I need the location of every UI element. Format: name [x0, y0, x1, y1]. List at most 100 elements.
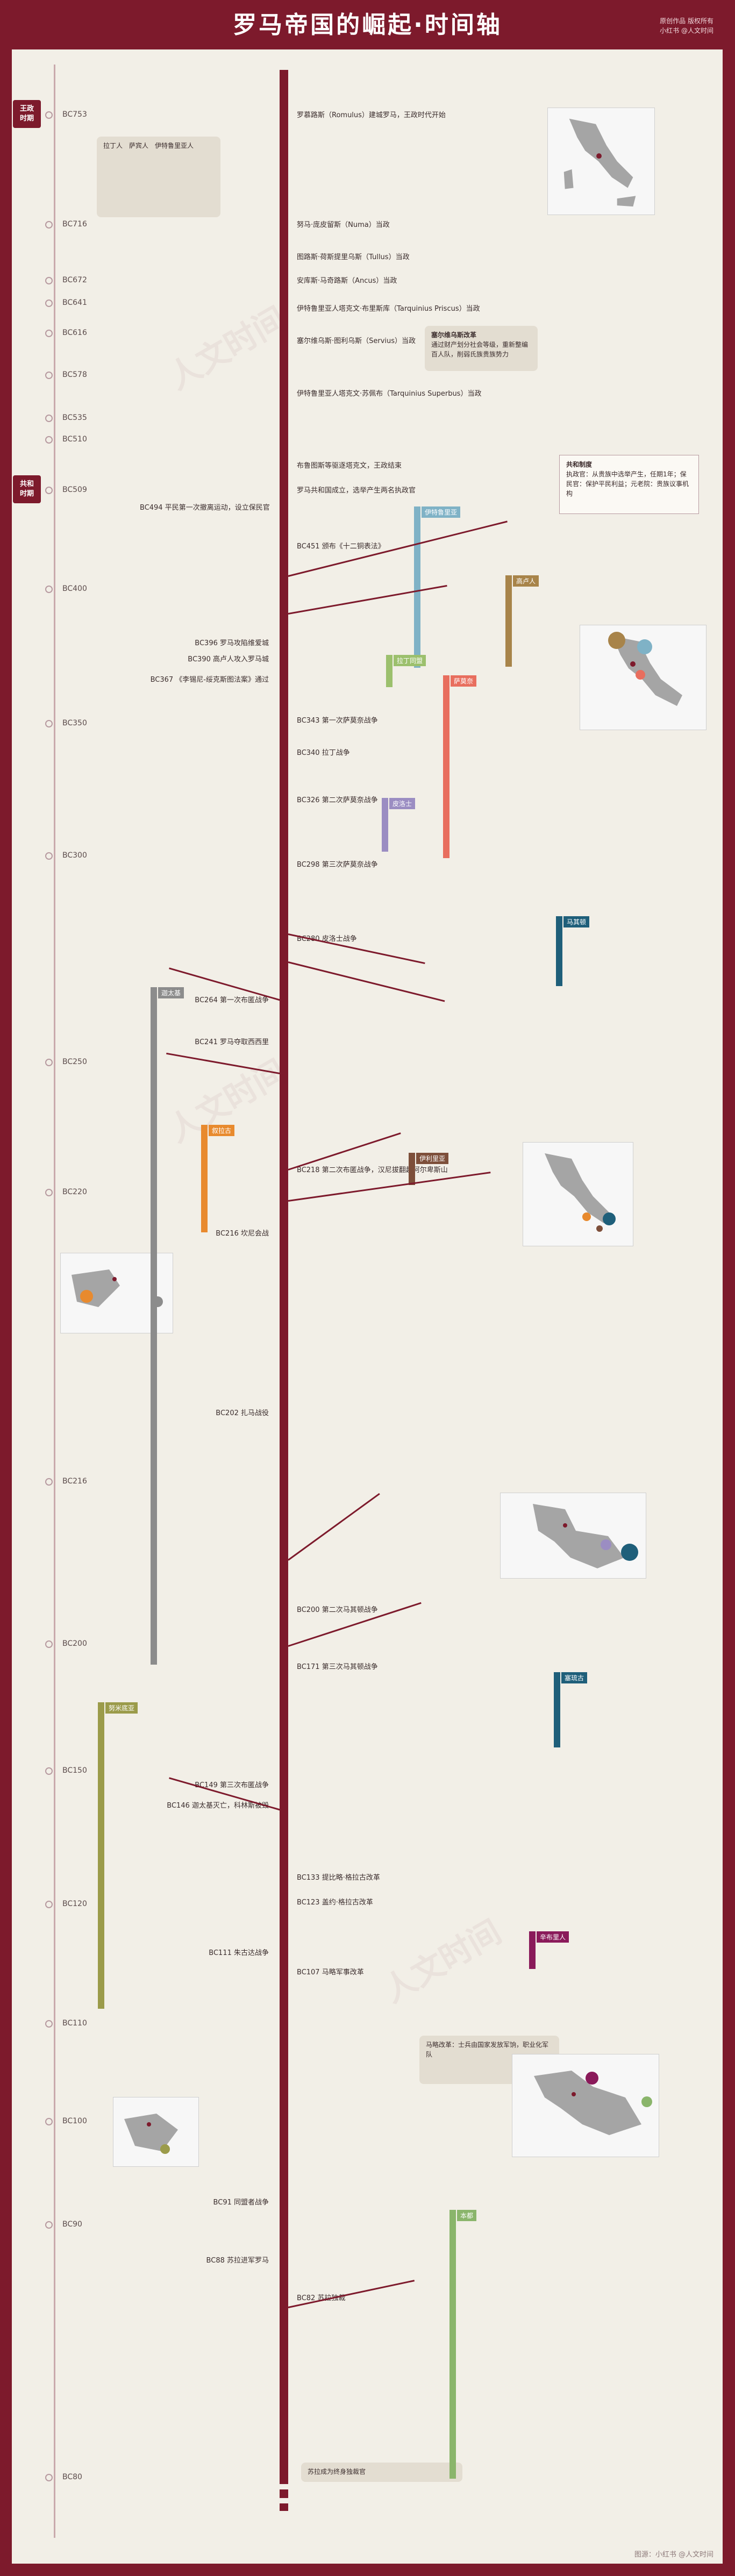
event-91: BC91 同盟者战争 — [213, 2199, 269, 2207]
event-298: BC298 第三次萨莫奈战争 — [297, 861, 378, 869]
year-label: BC200 — [62, 1639, 87, 1648]
sulla-note: 苏拉成为终身独裁官 — [301, 2463, 462, 2482]
year-label: BC716 — [62, 220, 87, 229]
branch-tag: 伊利里亚 — [416, 1153, 449, 1164]
event-107: BC107 马略军事改革 — [297, 1968, 364, 1976]
branch-tag: 本都 — [457, 2210, 477, 2221]
branch-tag: 努米底亚 — [105, 1702, 138, 1714]
year-label: BC90 — [62, 2220, 82, 2229]
event-superbus: 伊特鲁里亚人塔克文·苏佩布（Tarquinius Superbus）当政 — [297, 390, 482, 398]
year-label: BC220 — [62, 1188, 87, 1196]
branch-tag: 辛布里人 — [537, 1931, 569, 1943]
year-label: BC641 — [62, 298, 87, 307]
event-servius: 塞尔维乌斯·图利乌斯（Servius）当政 — [297, 337, 416, 345]
branch-bar-4 — [382, 798, 388, 852]
year-label: BC110 — [62, 2019, 87, 2028]
event-111: BC111 朱古达战争 — [209, 1949, 269, 1957]
branch-bar-11 — [529, 1931, 536, 1969]
event-tullus: 图路斯·荷斯提里乌斯（Tullus）当政 — [297, 253, 410, 261]
year-label: BC300 — [62, 851, 87, 860]
event-200: BC200 第二次马其顿战争 — [297, 1606, 378, 1614]
event-451: BC451 颁布《十二铜表法》 — [297, 543, 385, 551]
map-mediterranean-icon — [500, 1493, 646, 1579]
reform-body: 通过财产划分社会等级，重新整编百人队，削弱氏族贵族势力 — [431, 341, 529, 358]
event-82: BC82 苏拉独裁 — [297, 2294, 346, 2302]
peoples-line: 拉丁人 萨宾人 伊特鲁里亚人 — [103, 142, 194, 149]
event-133: BC133 提比略·格拉古改革 — [297, 1874, 380, 1882]
year-label: BC616 — [62, 329, 87, 337]
reform-title: 塞尔维乌斯改革 — [431, 331, 477, 339]
branch-tag: 拉丁同盟 — [394, 655, 426, 666]
era-line: 共和 — [19, 480, 34, 488]
branch-tag: 叙拉古 — [209, 1125, 235, 1136]
branch-tag: 高卢人 — [513, 575, 539, 587]
sulla-body: 苏拉成为终身独裁官 — [308, 2468, 366, 2475]
event-146: BC146 迦太基灭亡，科林斯被毁 — [167, 1802, 269, 1810]
year-label: BC216 — [62, 1477, 87, 1486]
event-218: BC218 第二次布匿战争，汉尼拔翻越阿尔卑斯山 — [297, 1166, 448, 1174]
year-label: BC350 — [62, 719, 87, 727]
event-326: BC326 第二次萨莫奈战争 — [297, 796, 378, 804]
year-label: BC80 — [62, 2473, 82, 2481]
branch-bar-9 — [554, 1672, 560, 1747]
consul-body: 执政官：从贵族中选举产生，任期1年；保民官：保护平民利益；元老院：贵族议事机构 — [566, 470, 689, 497]
branch-bar-12 — [449, 2210, 456, 2479]
event-340: BC340 拉丁战争 — [297, 749, 350, 757]
consul-note: 共和制度 执政官：从贵族中选举产生，任期1年；保民官：保护平民利益；元老院：贵族… — [559, 455, 699, 514]
event-202: BC202 扎马战役 — [216, 1409, 269, 1417]
peoples-note: 拉丁人 萨宾人 伊特鲁里亚人 — [97, 137, 220, 217]
year-label: BC250 — [62, 1058, 87, 1066]
page-title: 罗马帝国的崛起·时间轴 — [233, 11, 502, 39]
branch-bar-5 — [151, 987, 157, 1665]
credit-line-2: 小红书 @人文时间 — [660, 27, 713, 34]
event-founding: 罗慕路斯（Romulus）建城罗马，王政时代开始 — [297, 111, 446, 119]
marius-body: 马略改革：士兵由国家发放军饷，职业化军队 — [426, 2041, 549, 2058]
year-label: BC672 — [62, 276, 87, 284]
branch-bar-3 — [443, 675, 449, 858]
branch-bar-8 — [556, 916, 562, 986]
event-brutus: 布鲁图斯等驱逐塔克文，王政结束 — [297, 462, 402, 470]
branch-tag: 塞琉古 — [561, 1672, 588, 1683]
map-italy-icon — [547, 108, 655, 215]
event-264: BC264 第一次布匿战争 — [195, 996, 269, 1004]
reform-note: 塞尔维乌斯改革 通过财产划分社会等级，重新整编百人队，削弱氏族贵族势力 — [425, 326, 538, 371]
map-italy-icon — [523, 1142, 633, 1246]
event-republic: 罗马共和国成立，选举产生两名执政官 — [297, 487, 416, 495]
consul-title: 共和制度 — [566, 461, 593, 468]
branch-bar-7 — [409, 1153, 415, 1185]
era-badge-republic: 共和 时期 — [13, 475, 41, 503]
footer-band — [0, 2564, 735, 2576]
event-216: BC216 坎尼会战 — [216, 1230, 269, 1238]
era-line: 王政 — [19, 105, 34, 113]
event-numa: 努马·庞皮留斯（Numa）当政 — [297, 221, 390, 229]
year-label: BC535 — [62, 413, 87, 422]
event-88: BC88 苏拉进军罗马 — [206, 2257, 269, 2265]
footer-credit: 图源：小红书 @人文时间 — [634, 2551, 713, 2559]
credit-line-1: 原创作品 版权所有 — [660, 17, 713, 25]
year-label: BC509 — [62, 486, 87, 494]
map-mediterranean-icon — [512, 2054, 659, 2157]
event-241: BC241 罗马夺取西西里 — [195, 1038, 269, 1046]
branch-bar-0 — [414, 506, 420, 668]
branch-tag: 马其顿 — [563, 916, 590, 927]
event-396: BC396 罗马攻陷维爱城 — [195, 639, 269, 647]
branch-bar-10 — [98, 1702, 104, 2009]
era-line: 时期 — [19, 490, 34, 498]
event-367: BC367 《李锡尼-绥克斯图法案》通过 — [150, 676, 269, 684]
year-label: BC100 — [62, 2117, 87, 2125]
year-axis — [54, 65, 55, 2538]
credit: 原创作品 版权所有 小红书 @人文时间 — [660, 16, 713, 35]
era-badge-kingdom: 王政 时期 — [13, 100, 41, 128]
year-label: BC400 — [62, 584, 87, 593]
event-343: BC343 第一次萨莫奈战争 — [297, 717, 378, 725]
year-label: BC510 — [62, 435, 87, 444]
branch-tag: 伊特鲁里亚 — [422, 506, 461, 518]
event-ancus: 安库斯·马奇路斯（Ancus）当政 — [297, 277, 397, 285]
header-band: 罗马帝国的崛起·时间轴 原创作品 版权所有 小红书 @人文时间 — [0, 0, 735, 49]
branch-tag: 皮洛士 — [389, 798, 416, 809]
event-280: BC280 皮洛士战争 — [297, 935, 357, 943]
year-label: BC150 — [62, 1766, 87, 1775]
spine-break — [274, 2498, 294, 2503]
map-italy-icon — [580, 625, 707, 730]
branch-bar-1 — [505, 575, 512, 667]
